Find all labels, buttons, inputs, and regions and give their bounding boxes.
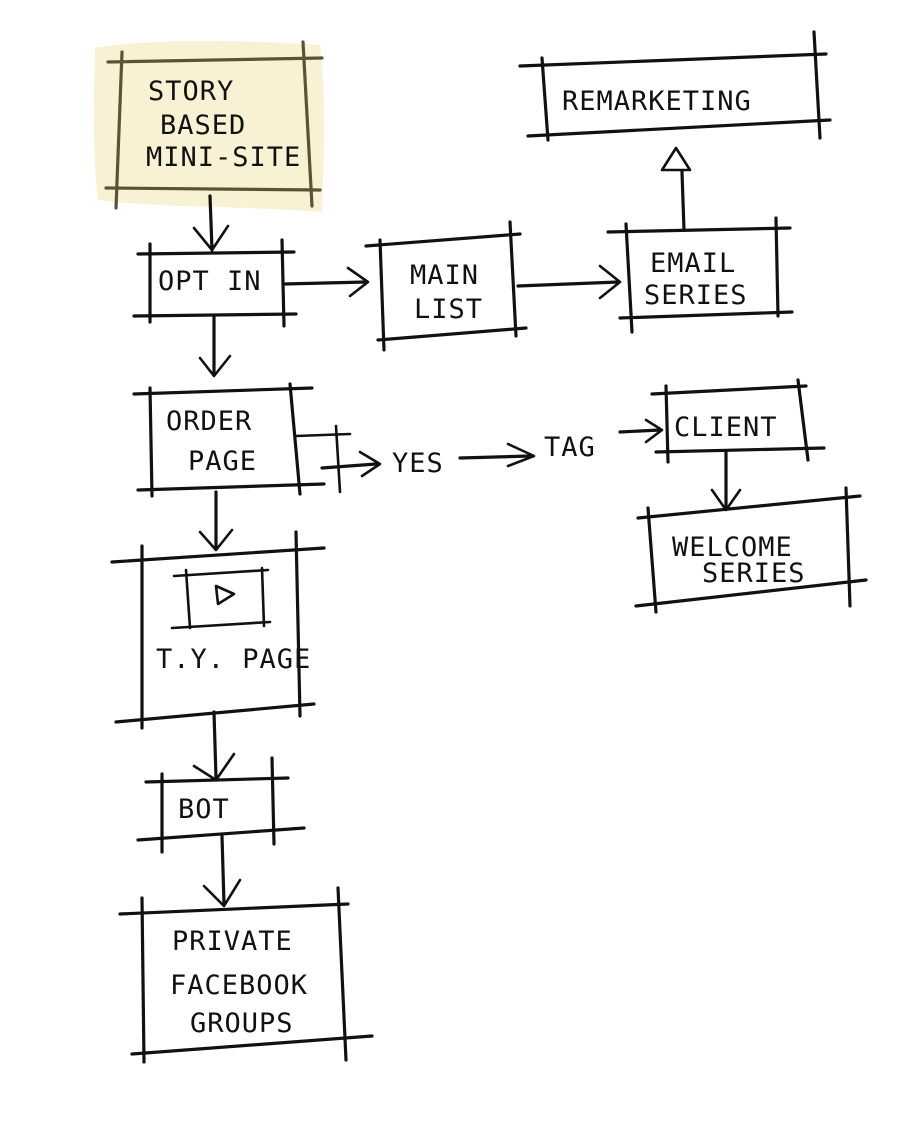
arrowhead-icon (198, 528, 234, 552)
arrowhead-icon (644, 418, 664, 444)
node-email-series: EMAIL SERIES (606, 216, 794, 334)
arrowhead-icon (506, 442, 536, 468)
node-label-line: GROUPS (190, 1008, 294, 1039)
edge-orderpage-to-typage (198, 490, 234, 552)
node-label-line: PAGE (188, 446, 257, 477)
arrowhead-icon (198, 354, 232, 378)
node-welcome-series: WELCOME SERIES (634, 486, 868, 614)
node-label-line: BASED (160, 110, 246, 141)
node-label-line: BOT (178, 794, 230, 825)
highlight-marker (93, 40, 324, 212)
video-play-icon (170, 566, 272, 630)
edge-tag-to-client (618, 418, 664, 444)
label-tag: TAG (544, 432, 596, 463)
node-label-line: EMAIL (650, 248, 736, 279)
arrowhead-icon (660, 146, 692, 172)
edge-optin-to-mainlist (282, 266, 370, 298)
edge-story-to-optin (192, 194, 230, 252)
node-ty-page: T.Y. PAGE (110, 530, 326, 730)
node-story-based-mini-site: STORY BASED MINI-SITE (93, 40, 324, 212)
edge-orderpage-to-yes (294, 424, 382, 494)
node-label-line: OPT IN (158, 266, 262, 297)
node-label-line: MAIN (410, 260, 479, 291)
node-opt-in: OPT IN (132, 238, 298, 328)
label-yes: YES (392, 448, 444, 479)
node-label-line: LIST (414, 294, 483, 325)
node-label-line: ORDER (166, 406, 252, 437)
edge-bot-to-fbgroup (202, 834, 242, 908)
edge-optin-to-orderpage (198, 314, 232, 378)
arrowhead-icon (346, 266, 370, 298)
arrowhead-icon (598, 264, 622, 300)
edge-typage-to-bot (192, 710, 236, 782)
edge-mainlist-to-emailseries (516, 264, 622, 300)
arrowhead-icon (192, 224, 230, 252)
edge-emailseries-to-remarketing (660, 146, 692, 232)
edge-yes-to-tag (458, 442, 536, 468)
node-label-line: REMARKETING (562, 86, 752, 117)
node-label-line: PRIVATE (172, 926, 293, 957)
node-label-line: WELCOME (672, 532, 793, 563)
node-client: CLIENT (650, 378, 826, 464)
arrowhead-icon (358, 450, 382, 478)
node-label-line: CLIENT (674, 412, 778, 443)
node-label-line: STORY (148, 76, 234, 107)
node-main-list: MAIN LIST (364, 220, 528, 352)
node-order-page: ORDER PAGE (132, 382, 326, 498)
node-label-line: SERIES (644, 280, 748, 311)
arrowhead-icon (202, 878, 242, 908)
node-label-line: FACEBOOK (170, 970, 308, 1001)
node-label-line: SERIES (702, 558, 806, 589)
node-remarketing: REMARKETING (518, 30, 832, 142)
node-label-line: MINI-SITE (146, 142, 301, 173)
node-bot: BOT (136, 756, 306, 854)
node-private-facebook-groups: PRIVATE FACEBOOK GROUPS (118, 886, 374, 1064)
node-label-line: T.Y. PAGE (156, 644, 311, 675)
edge-client-to-welcome (710, 450, 742, 512)
